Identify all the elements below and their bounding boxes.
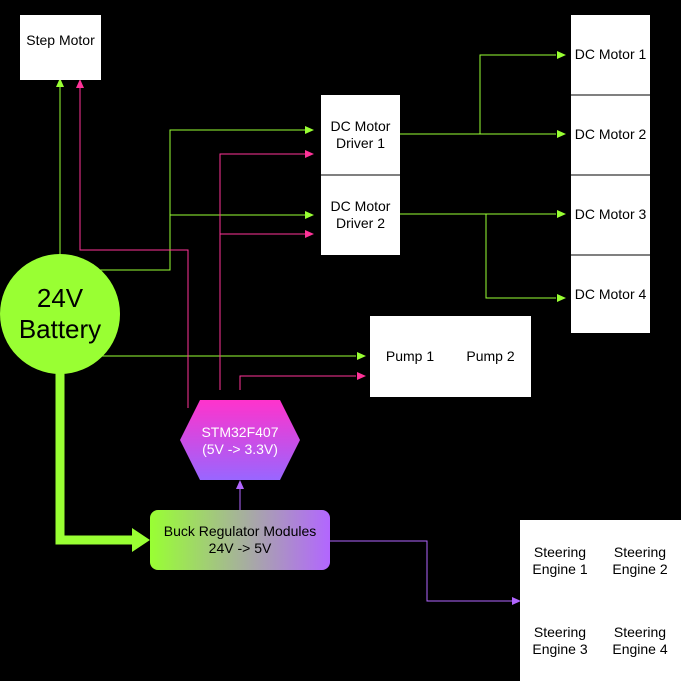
dc-driver-2-label: DC Motor Driver 2 [330,198,391,231]
dc-driver-1-box [321,95,400,175]
regulated-connections [239,488,512,602]
steering-2-label: Steering Engine 2 [612,544,668,577]
power-connections [59,54,556,357]
signal-connections [79,88,356,408]
dc-motor-3-box [571,175,650,255]
dc-motor-2-box [571,95,650,175]
buck-label: Buck Regulator Modules 24V -> 5V [163,523,317,556]
mcu-hexagon [180,400,300,480]
pump-1-label: Pump 1 [385,348,435,364]
steering-3-label: Steering Engine 3 [532,624,588,657]
battery-to-driver1-line [100,129,306,271]
battery-label: 24V Battery [18,283,102,344]
mcu-label: STM32F407 (5V -> 3.3V) [201,424,279,457]
dc-motor-1-box [571,15,650,95]
driver1-to-motor1-line [400,54,556,135]
dc-driver-2-box [321,175,400,255]
battery-to-buck-line [55,372,136,545]
mcu-to-pump-line [239,375,356,390]
buck-to-steering-line [330,540,512,602]
dc-motor-3-label: DC Motor 3 [574,206,647,222]
mcu-to-driver1-line [219,153,306,390]
steering-1-label: Steering Engine 1 [532,544,588,577]
mcu-to-step-motor-line [79,88,189,408]
dc-motor-4-box [571,255,650,333]
steering-box [520,520,681,681]
battery-to-buck-arrowhead [132,528,150,552]
motor-dividers [321,94,650,256]
step-motor-label: Step Motor [26,32,95,48]
steering-4-label: Steering Engine 4 [612,624,668,657]
pump-2-label: Pump 2 [466,348,515,364]
dc-motor-4-label: DC Motor 4 [574,286,647,302]
driver2-to-motor4-line [485,214,556,299]
step-motor-box [20,15,101,80]
regulated-arrowheads [236,480,521,605]
buck-box [150,510,330,570]
dc-driver-1-label: DC Motor Driver 1 [330,118,391,151]
power-arrowheads [56,51,566,360]
dc-motor-1-label: DC Motor 1 [574,46,647,62]
battery-circle [0,254,120,374]
dc-motor-2-label: DC Motor 2 [574,126,647,142]
pump-box [370,316,531,397]
signal-arrowheads [76,79,366,380]
